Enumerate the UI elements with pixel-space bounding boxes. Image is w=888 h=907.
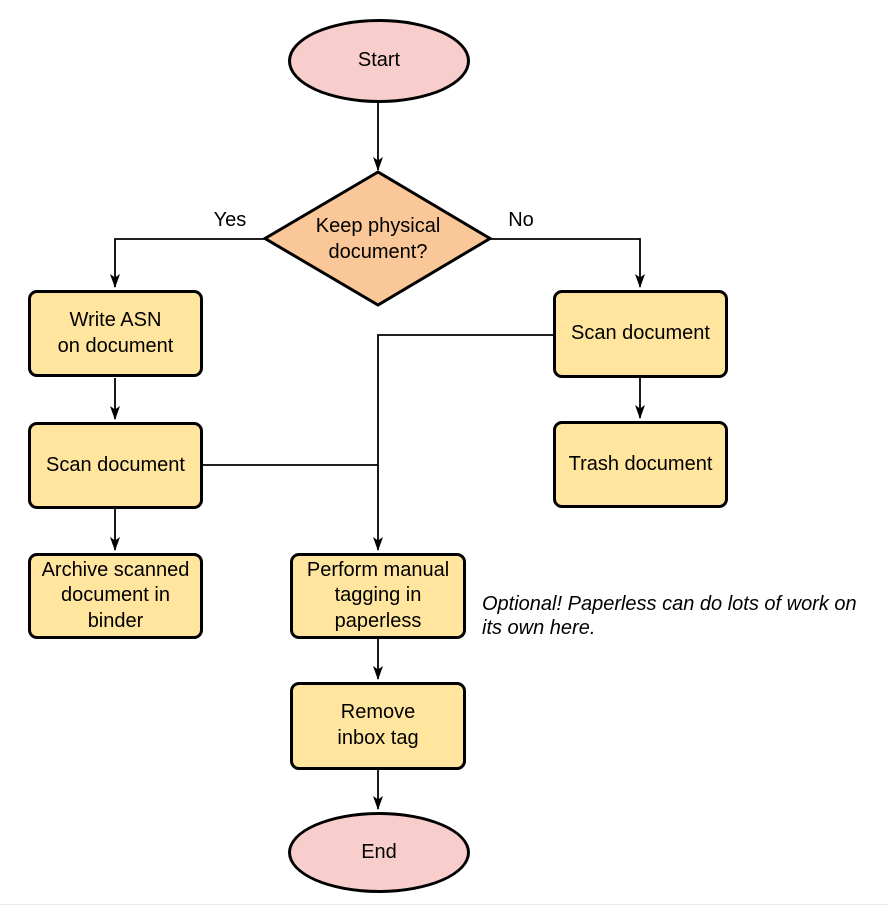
edge-decision-scan-right [490,238,645,288]
edge-scan-right-tagging [373,334,553,551]
node-start: Start [288,19,470,103]
node-manual-tagging: Perform manual tagging in paperless [290,553,466,639]
node-archive-binder: Archive scanned document in binder [28,553,203,639]
node-decision-label: Keep physical document? [315,215,441,263]
node-trash-document: Trash document [553,421,728,508]
node-write-asn: Write ASN on document [28,290,203,377]
node-remove-inbox-tag: Remove inbox tag [290,682,466,770]
edge-label-yes: Yes [213,209,247,231]
optional-note: Optional! Paperless can do lots of work … [482,593,857,640]
edge-label-no: No [508,209,534,231]
bottom-divider [0,904,888,905]
node-scan-document-right: Scan document [553,290,728,378]
decision-diamond-shape [262,170,493,307]
node-end: End [288,812,470,893]
edge-decision-write-asn [110,238,265,288]
node-scan-document-left: Scan document [28,422,203,509]
